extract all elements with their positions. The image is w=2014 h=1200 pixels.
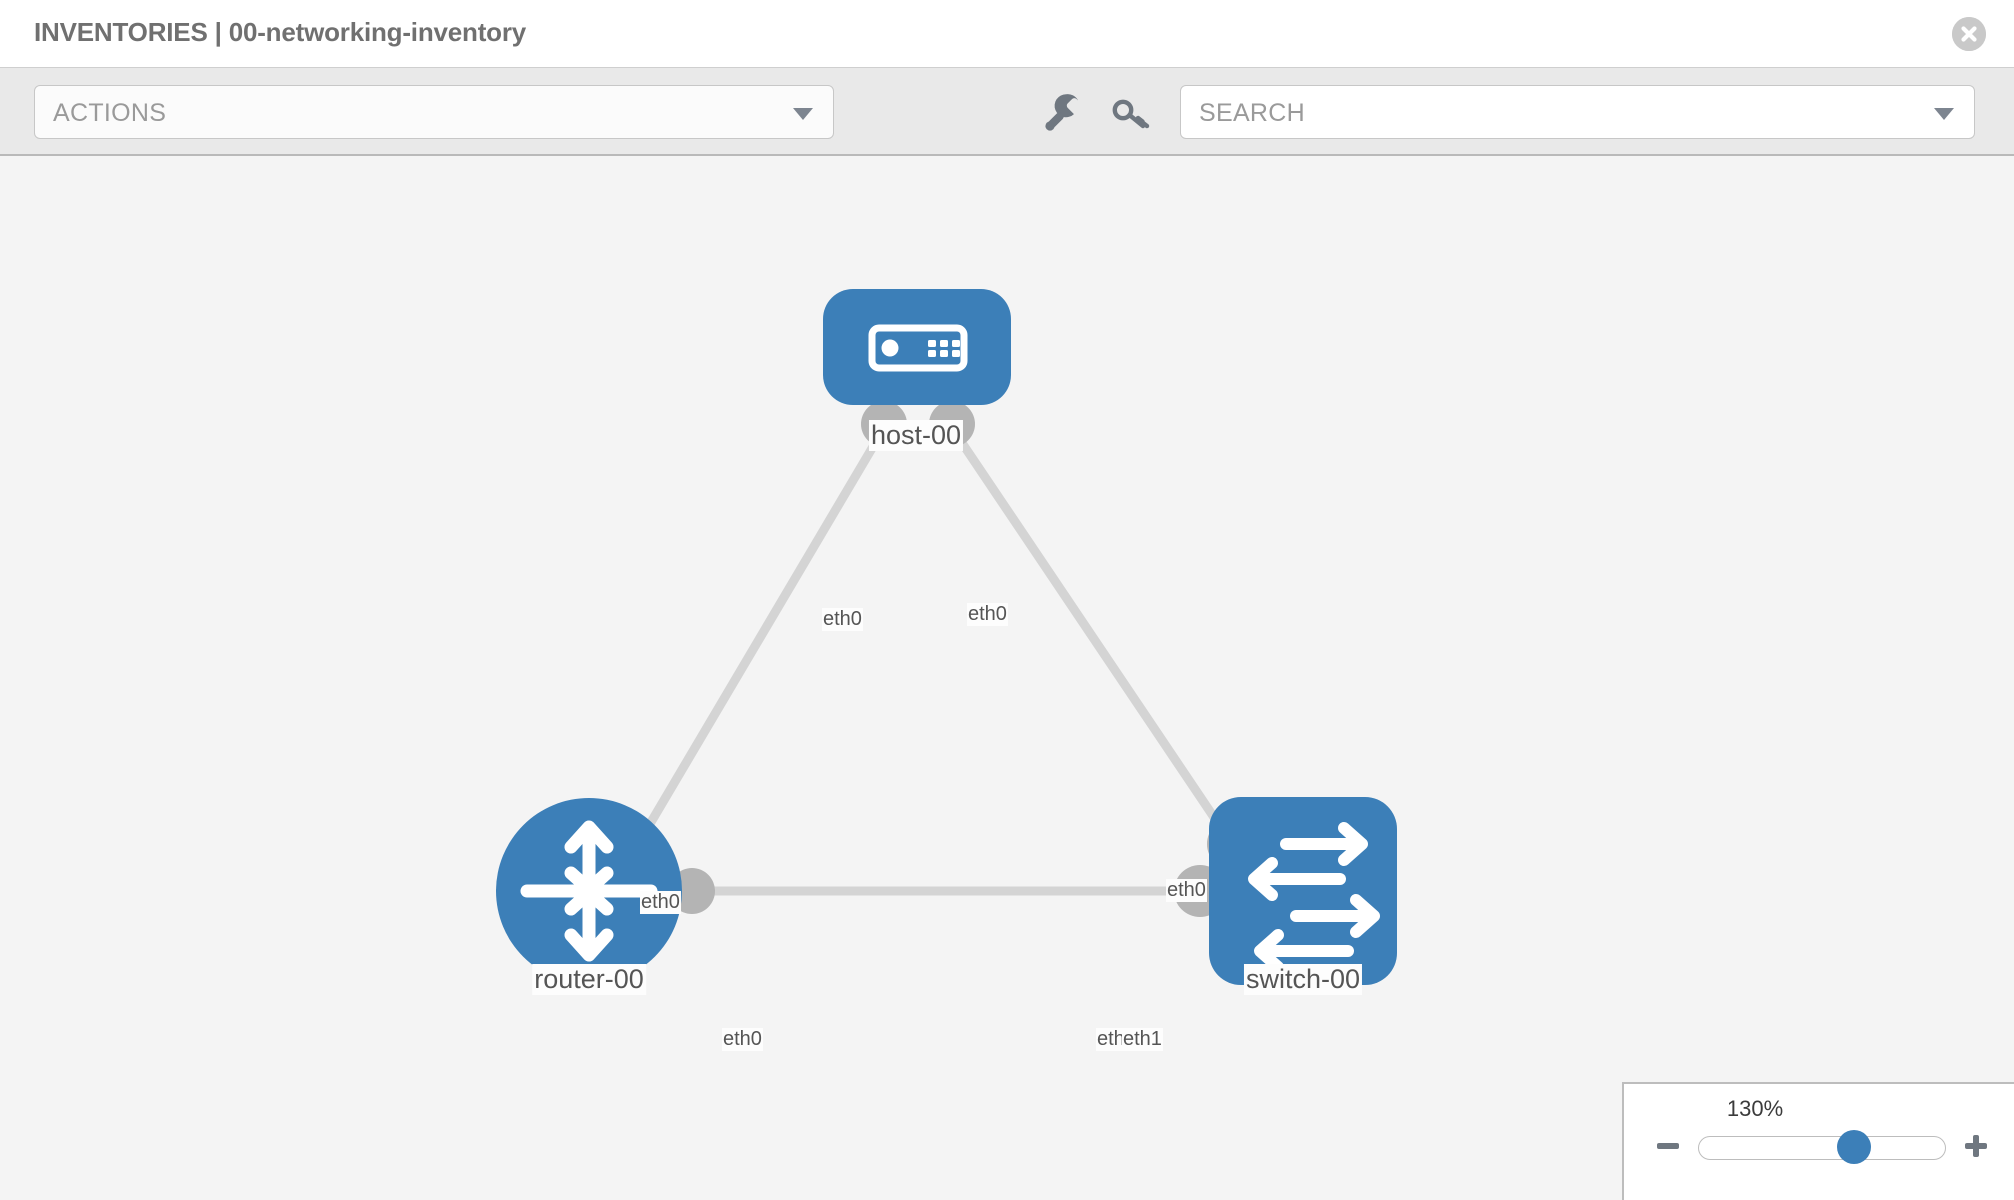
minus-icon xyxy=(1657,1143,1679,1149)
server-icon xyxy=(868,324,968,372)
link-endpoints xyxy=(610,401,1259,917)
server-icon-details xyxy=(881,339,960,357)
node-label-switch-00: switch-00 xyxy=(1243,964,1363,995)
key-button[interactable] xyxy=(1108,92,1154,134)
chevron-down-icon xyxy=(1934,108,1954,120)
chevron-down-icon xyxy=(793,108,813,120)
interface-label-host-right: eth0 xyxy=(967,603,1008,626)
close-button[interactable] xyxy=(1952,17,1986,51)
node-label-host-00: host-00 xyxy=(868,420,964,451)
zoom-level-label: 130% xyxy=(1726,1096,1784,1121)
actions-dropdown-label: ACTIONS xyxy=(53,99,167,127)
node-label-router-00: router-00 xyxy=(532,964,646,995)
page-title: INVENTORIES | 00-networking-inventory xyxy=(34,17,527,47)
node-host-00[interactable] xyxy=(823,289,1011,405)
page-header: INVENTORIES | 00-networking-inventory xyxy=(0,0,2014,68)
search-input[interactable]: SEARCH xyxy=(1180,85,1975,139)
zoom-in-button[interactable] xyxy=(1962,1132,1990,1160)
router-arrows-icon xyxy=(520,820,658,962)
node-router-00[interactable] xyxy=(496,798,682,984)
wrench-button[interactable] xyxy=(1040,92,1086,134)
node-switch-00[interactable] xyxy=(1209,797,1397,985)
key-icon xyxy=(1112,99,1150,129)
edge-host-router xyxy=(627,425,888,859)
interface-label-host-left: eth0 xyxy=(822,608,863,631)
zoom-slider-track[interactable] xyxy=(1698,1136,1946,1160)
toolbar: ACTIONS SEARCH xyxy=(0,68,2014,156)
switch-arrows-icon xyxy=(1248,822,1380,973)
topology-canvas[interactable]: host-00 router-00 switch-00 eth0 eth0 et… xyxy=(0,156,2014,1200)
actions-dropdown[interactable]: ACTIONS xyxy=(34,85,834,139)
zoom-out-button[interactable] xyxy=(1654,1132,1682,1160)
wrench-icon xyxy=(1045,94,1079,131)
interface-label-switch-left: eth1 xyxy=(1122,1028,1163,1051)
search-placeholder: SEARCH xyxy=(1199,99,1305,127)
interface-label-router-up: eth0 xyxy=(640,891,681,914)
close-circle-icon xyxy=(1952,17,1986,51)
plus-icon xyxy=(1965,1135,1987,1157)
interface-label-router-right: eth0 xyxy=(722,1028,763,1051)
interface-label-switch-up: eth0 xyxy=(1166,879,1207,902)
topology-graph xyxy=(496,289,1397,985)
interface-label-switch-left-overlap: eth xyxy=(1096,1028,1126,1051)
zoom-control-panel: 130% xyxy=(1622,1082,2014,1200)
zoom-slider-thumb[interactable] xyxy=(1837,1130,1872,1164)
edge-host-switch xyxy=(948,425,1244,859)
